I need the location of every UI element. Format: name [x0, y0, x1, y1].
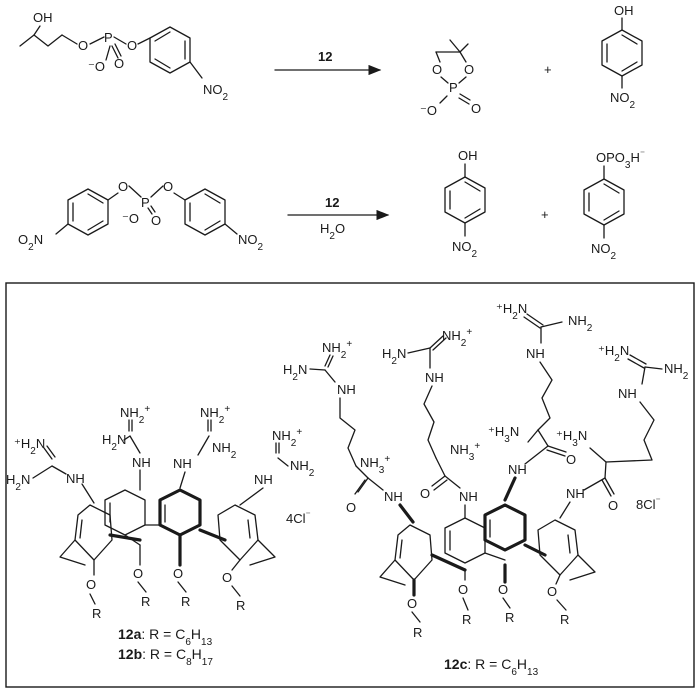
plus-sign-1: + — [544, 62, 552, 77]
receptor-frame — [5, 282, 695, 688]
svg-text:R: R — [560, 612, 569, 627]
ammonium-label: ⁺H3N — [556, 428, 587, 449]
guanidinium-label: NH2+ — [322, 339, 352, 361]
nitro-label: NO2 — [452, 239, 478, 260]
caption-12c: 12c: R = C6H13 — [444, 656, 539, 678]
svg-text:P: P — [449, 80, 458, 95]
bnpp-substrate: O2N O P O ⁻O O NO2 — [18, 179, 264, 253]
svg-text:O: O — [464, 62, 474, 77]
svg-text:NH: NH — [566, 486, 585, 501]
catalyst-label-2: 12 — [325, 195, 339, 210]
guanidinium-label: NH2 — [290, 458, 315, 479]
guanidinium-label: NH2+ — [442, 327, 472, 349]
svg-text:O: O — [163, 179, 173, 194]
svg-text:O: O — [547, 584, 557, 599]
caption-12b: 12b: R = C8H17 — [118, 646, 213, 668]
svg-text:NH: NH — [508, 462, 527, 477]
nitrophenol-product-2: OH NO2 — [444, 148, 486, 260]
svg-text:P: P — [104, 30, 113, 45]
nitrophenyl-phosphate-product: OPO3H⁻ NO2 — [583, 149, 645, 262]
svg-text:NH: NH — [66, 471, 85, 486]
svg-text:NH: NH — [526, 346, 545, 361]
svg-text:NH: NH — [254, 472, 273, 487]
phosphate-anion-o: ⁻O — [88, 59, 105, 74]
svg-text:NH: NH — [337, 382, 356, 397]
guanidinium-label: ⁺H2N — [496, 301, 527, 322]
catalyst-label-1: 12 — [318, 49, 332, 64]
guanidinium-label: NH2+ — [120, 404, 150, 426]
hpnp-substrate: OH O P O ⁻O O NO2 — [19, 10, 229, 103]
reaction-2: O2N O P O ⁻O O NO2 12 H2O OH — [18, 148, 645, 262]
svg-text:O: O — [498, 582, 508, 597]
svg-text:O: O — [432, 62, 442, 77]
svg-text:O: O — [566, 452, 576, 467]
svg-text:NH: NH — [618, 386, 637, 401]
counterion-right: 8Cl⁻ — [636, 496, 661, 513]
svg-text:NH: NH — [459, 489, 478, 504]
svg-text:R: R — [141, 594, 150, 609]
calixarene-12c: NH2+ H2N NH NH3+ O NH H2N NH2+ NH NH3+ O… — [283, 301, 689, 678]
svg-text:O: O — [346, 500, 356, 515]
svg-text:R: R — [413, 625, 422, 640]
svg-text:R: R — [92, 606, 101, 621]
svg-text:O: O — [608, 498, 618, 513]
calixarene-12ab: ⁺H2N H2N NH NH2+ H2N NH NH2+ NH2 NH NH2+… — [6, 404, 315, 668]
counterion-left: 4Cl⁻ — [286, 510, 311, 527]
guanidinium-label: H2N — [283, 362, 307, 383]
svg-text:O: O — [458, 582, 468, 597]
caption-12a: 12a: R = C6H13 — [118, 626, 213, 648]
guanidinium-label: H2N — [102, 432, 126, 453]
svg-text:O: O — [407, 596, 417, 611]
guanidinium-label: NH2 — [664, 361, 689, 382]
svg-text:NH: NH — [384, 489, 403, 504]
svg-text:R: R — [462, 612, 471, 627]
svg-text:O: O — [173, 566, 183, 581]
guanidinium-label: H2N — [6, 472, 30, 493]
svg-text:O: O — [127, 38, 137, 53]
nitro-label: NO2 — [203, 82, 229, 103]
svg-text:O: O — [151, 213, 161, 228]
guanidinium-label: H2N — [382, 346, 406, 367]
svg-text:O: O — [118, 179, 128, 194]
ammonium-label: ⁺H3N — [488, 424, 519, 445]
svg-text:O: O — [78, 38, 88, 53]
guanidinium-label: NH2 — [212, 440, 237, 461]
nitro-label: NO2 — [238, 232, 264, 253]
bnpp-anion-o: ⁻O — [122, 211, 139, 226]
svg-text:O: O — [420, 486, 430, 501]
guanidinium-label: NH2+ — [200, 404, 230, 426]
guanidinium-label: ⁺H2N — [14, 436, 45, 457]
hydroxyl-label: OH — [33, 10, 53, 25]
svg-text:R: R — [505, 610, 514, 625]
nitro-label: O2N — [18, 232, 43, 253]
svg-text:OH: OH — [614, 3, 634, 18]
cyclic-anion-o: ⁻O — [420, 103, 437, 118]
water-label: H2O — [320, 221, 345, 242]
svg-text:R: R — [236, 598, 245, 613]
svg-text:R: R — [181, 594, 190, 609]
svg-text:O: O — [114, 56, 124, 71]
svg-text:O: O — [133, 566, 143, 581]
ammonium-label: NH3+ — [450, 441, 480, 463]
svg-text:O: O — [222, 570, 232, 585]
nitro-label: NO2 — [610, 90, 636, 111]
svg-text:O: O — [471, 101, 481, 116]
cyclic-phosphate-product: O O P ⁻O O — [420, 39, 481, 118]
reaction-1: OH O P O ⁻O O NO2 12 — [19, 3, 643, 118]
nitrophenol-product-1: OH NO2 — [601, 3, 643, 111]
svg-text:NH: NH — [425, 370, 444, 385]
plus-sign-2: + — [541, 207, 549, 222]
svg-text:NH: NH — [132, 455, 151, 470]
guanidinium-label: ⁺H2N — [598, 343, 629, 364]
svg-text:O: O — [86, 577, 96, 592]
guanidinium-label: NH2 — [568, 313, 593, 334]
ammonium-label: NH3+ — [360, 454, 390, 476]
svg-text:P: P — [141, 195, 150, 210]
svg-text:NH: NH — [173, 456, 192, 471]
svg-text:OH: OH — [458, 148, 478, 163]
nitro-label: NO2 — [591, 241, 617, 262]
